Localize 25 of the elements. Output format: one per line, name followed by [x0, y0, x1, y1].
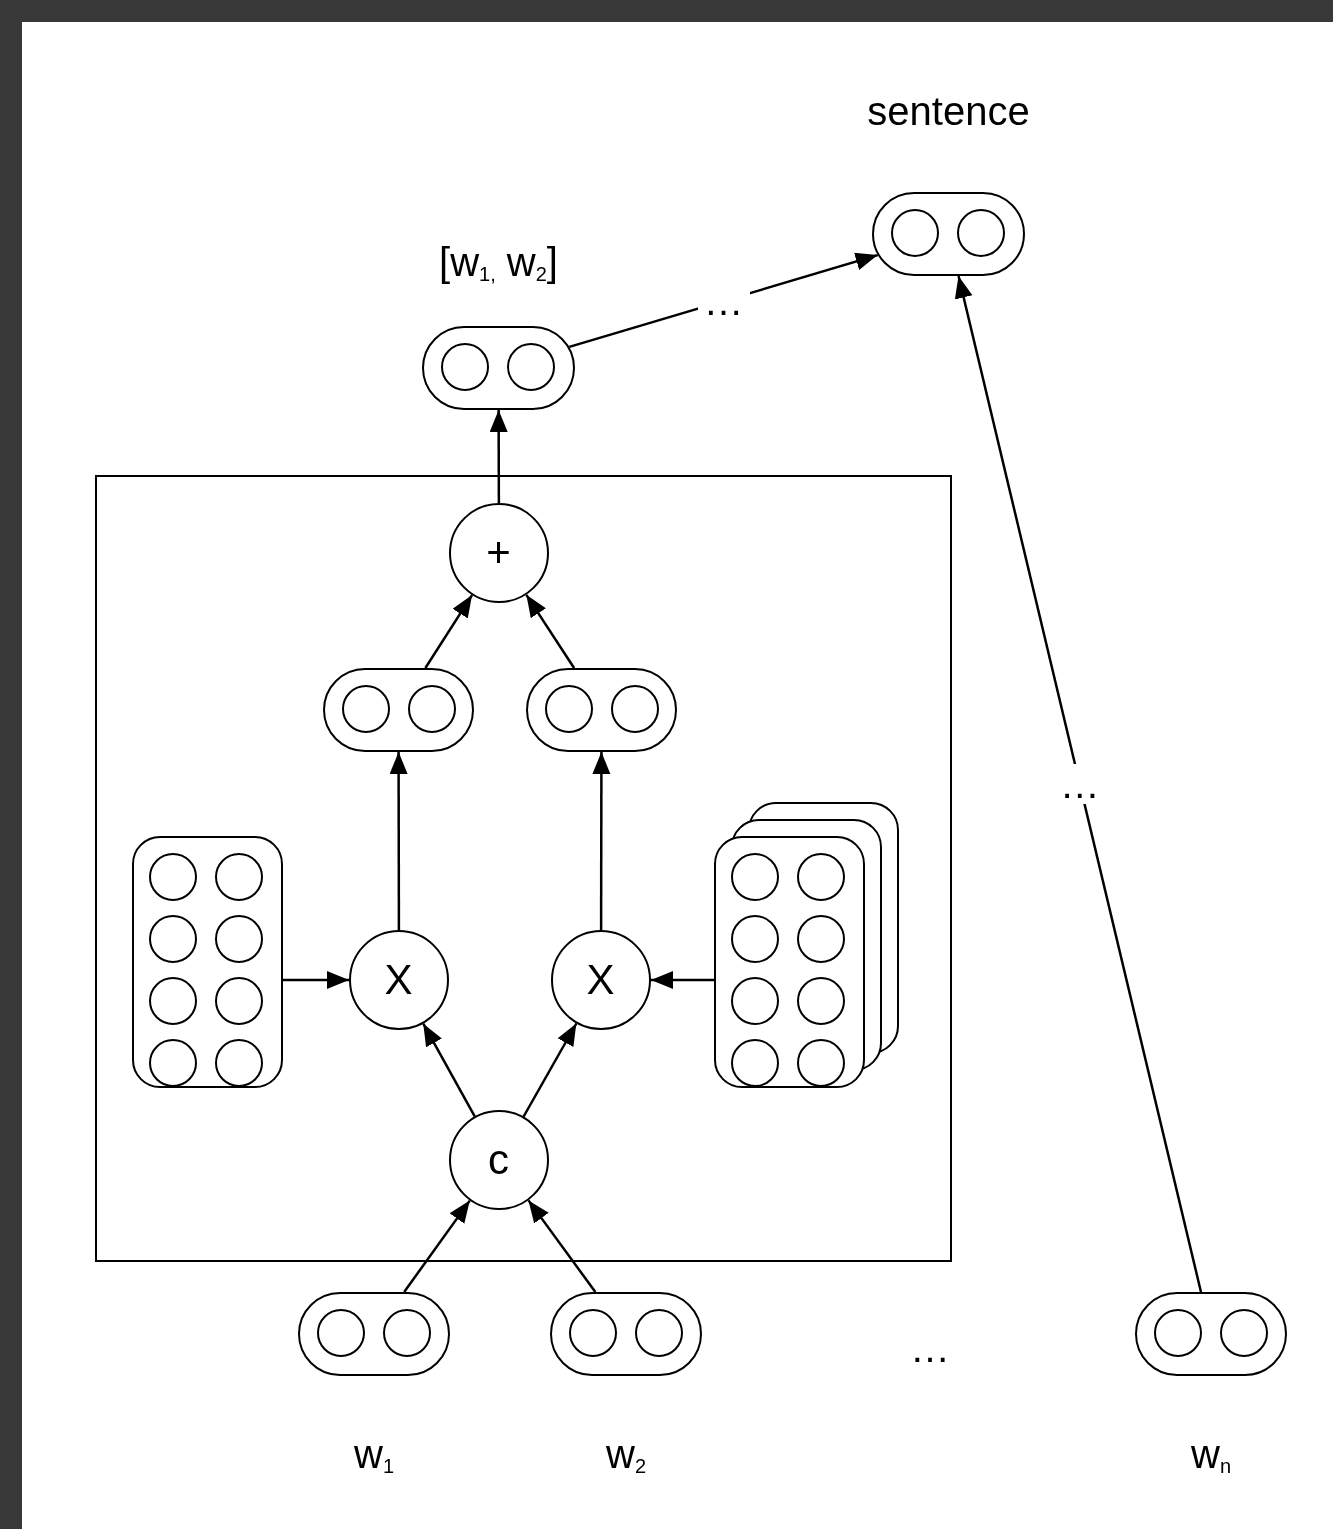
arrow: [489, 410, 508, 503]
vector-label: w$_{2}$: [606, 1432, 646, 1476]
arrow: [527, 1199, 597, 1293]
vector-label: w$_{1}$: [354, 1432, 394, 1476]
frame-box: [95, 475, 952, 1262]
vector-label: [w$_{1,}$ w$_{2}$]: [439, 240, 558, 284]
operator-symbol: +: [486, 531, 511, 574]
arrow: [954, 275, 1203, 1293]
arrow: [403, 1199, 471, 1293]
arrow: [525, 594, 576, 669]
arrow: [389, 752, 408, 930]
arrow: [522, 1022, 578, 1118]
matrix-box: [131, 835, 283, 1088]
matrix-stack: [713, 801, 899, 1088]
operator-symbol: X: [384, 958, 413, 1001]
arrow: [424, 594, 474, 669]
vector-label: w$_{n}$: [1191, 1432, 1231, 1476]
arrow: [592, 752, 611, 930]
ellipsis-label: …: [910, 1328, 950, 1368]
vector-label: sentence: [867, 89, 1030, 133]
arrow: [422, 1023, 476, 1117]
arrow: [283, 971, 349, 989]
operator-symbol: c: [488, 1138, 509, 1181]
operator-symbol: X: [586, 958, 615, 1001]
arrow: [651, 971, 714, 989]
